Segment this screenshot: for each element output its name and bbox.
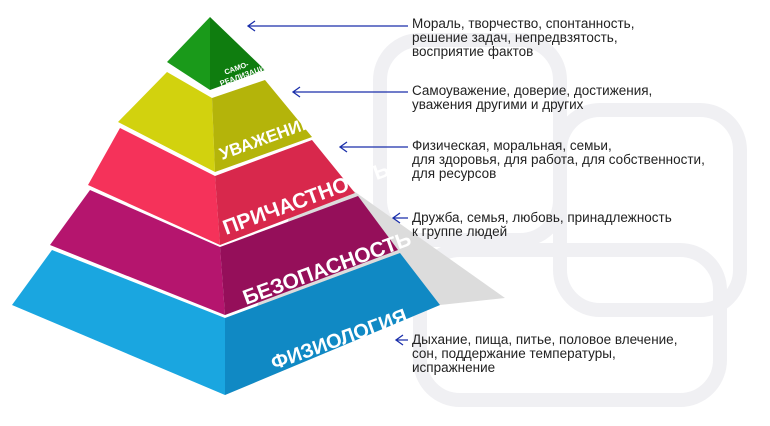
tier-physiology-left-face [12, 250, 225, 395]
tier-self-actualization-right-face [210, 17, 265, 90]
tier-physiology-right-face [225, 253, 440, 395]
description-physiology: Дыхание, пища, питье, половое влечение, … [412, 332, 678, 375]
background-watermark [373, 33, 747, 407]
tier-safety-left-face [50, 190, 225, 315]
tier-belonging-left-face [88, 128, 220, 245]
arrow-2 [338, 141, 408, 153]
pointer-arrows [246, 20, 408, 346]
description-self-actualization: Мораль, творчество, спонтанность, решени… [412, 16, 635, 59]
arrow-3 [391, 212, 408, 224]
arrow-1 [291, 86, 408, 98]
arrow-0 [246, 20, 408, 32]
description-belonging: Физическая, моральная, семьи, для здоров… [412, 138, 705, 181]
arrow-4 [394, 334, 408, 346]
tier-esteem-right-face [212, 80, 312, 172]
tier-belonging-right-face [215, 140, 355, 245]
description-safety: Дружба, семья, любовь, принадлежность к … [412, 210, 672, 239]
tier-safety-right-face [220, 196, 398, 315]
tier-esteem-left-face [118, 72, 215, 172]
tier-self-actualization-left-face [167, 17, 210, 90]
description-esteem: Самоуважение, доверие, достижения, уваже… [412, 83, 653, 112]
